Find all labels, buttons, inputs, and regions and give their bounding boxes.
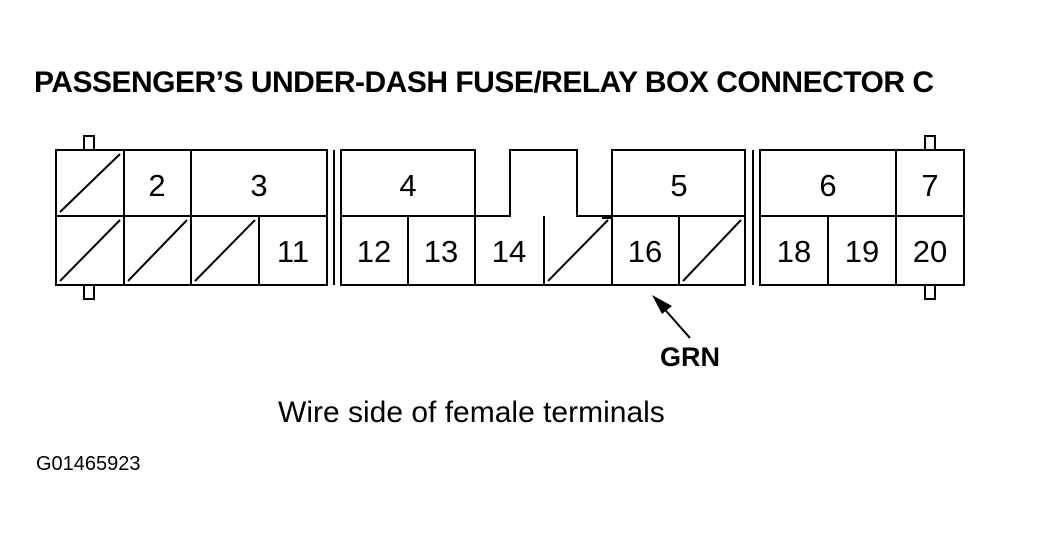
terminal-label-16: 16 bbox=[628, 234, 662, 269]
terminal-label-14: 14 bbox=[492, 234, 526, 269]
mount-tab-top-left bbox=[83, 135, 95, 151]
terminal-label-3: 3 bbox=[250, 168, 267, 203]
connector-section-right-b bbox=[759, 149, 965, 286]
unused-cavity-mark bbox=[547, 219, 609, 282]
terminal-label-6: 6 bbox=[819, 168, 836, 203]
mount-tab-bottom-left bbox=[83, 284, 95, 300]
figure-code: G01465923 bbox=[36, 453, 141, 475]
terminal-label-20: 20 bbox=[913, 234, 947, 269]
terminal-label-18: 18 bbox=[777, 234, 811, 269]
diagram-caption: Wire side of female terminals bbox=[278, 396, 665, 429]
terminal-label-4: 4 bbox=[399, 168, 416, 203]
terminal-label-19: 19 bbox=[845, 234, 879, 269]
terminal-label-12: 12 bbox=[357, 234, 391, 269]
callout-arrowhead bbox=[652, 295, 672, 314]
wire-color-label: GRN bbox=[660, 342, 720, 372]
unused-cavity-mark bbox=[194, 219, 256, 282]
terminal-label-13: 13 bbox=[424, 234, 458, 269]
mount-tab-top-right bbox=[924, 135, 936, 151]
mount-tab-bottom-right bbox=[924, 284, 936, 300]
diagram-title: PASSENGER’S UNDER-DASH FUSE/RELAY BOX CO… bbox=[34, 66, 934, 99]
unused-cavity-mark bbox=[682, 219, 742, 282]
terminal-label-7: 7 bbox=[921, 168, 938, 203]
terminal-label-5: 5 bbox=[670, 168, 687, 203]
unused-cavity-mark bbox=[127, 219, 188, 282]
terminal-label-2: 2 bbox=[148, 168, 165, 203]
unused-cavity-mark bbox=[59, 153, 121, 213]
terminal-label-11: 11 bbox=[277, 234, 309, 269]
unused-cavity-mark bbox=[59, 219, 121, 282]
